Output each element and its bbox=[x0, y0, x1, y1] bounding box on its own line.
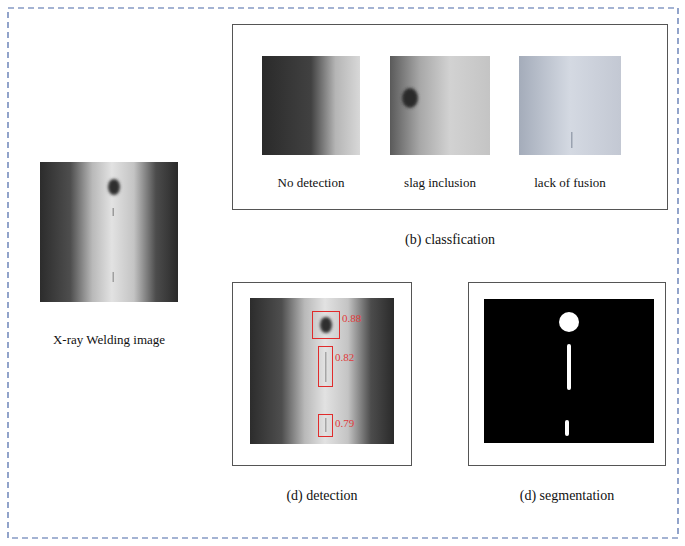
caption-text: slag inclusion bbox=[404, 176, 476, 191]
class-thumbnail: slag inclusion bbox=[390, 56, 490, 155]
classification-panel: No detection slag inclusion lack of fusion… bbox=[232, 24, 668, 210]
segmentation-panel: (d) segmentation bbox=[468, 282, 666, 466]
caption-text: (b) classfication bbox=[405, 232, 495, 248]
dashed-frame bbox=[8, 8, 678, 538]
class-thumbnail: lack of fusion bbox=[519, 56, 621, 155]
detection-box: 0.82 bbox=[318, 346, 333, 387]
caption-text: No detection bbox=[278, 176, 345, 191]
detection-panel: 0.880.820.79(d) detection bbox=[232, 282, 412, 466]
confidence-score: 0.82 bbox=[335, 351, 354, 364]
classification-thumbnails bbox=[262, 56, 621, 155]
caption-text: lack of fusion bbox=[534, 176, 605, 191]
xray-weld-image bbox=[40, 162, 178, 302]
detection-image bbox=[250, 298, 394, 444]
xray-image: X-ray Welding image bbox=[40, 162, 178, 302]
detection-box: 0.79 bbox=[318, 414, 333, 437]
detection-box: 0.88 bbox=[312, 311, 340, 339]
caption-text: (d) segmentation bbox=[520, 488, 614, 504]
class-thumbnail: No detection bbox=[262, 56, 360, 155]
caption-text: X-ray Welding image bbox=[53, 333, 165, 348]
confidence-score: 0.79 bbox=[335, 417, 354, 430]
segmentation-mask bbox=[484, 299, 654, 443]
confidence-score: 0.88 bbox=[342, 312, 361, 325]
caption-text: (d) detection bbox=[286, 488, 357, 504]
